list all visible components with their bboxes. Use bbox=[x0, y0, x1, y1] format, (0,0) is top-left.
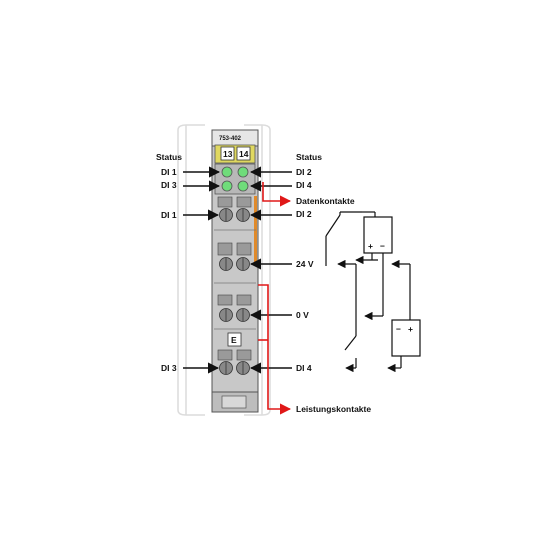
24v-label: 24 V bbox=[296, 259, 314, 269]
terminal-number-14: 14 bbox=[239, 149, 249, 159]
housing-outline bbox=[177, 124, 271, 416]
0v-label: 0 V bbox=[296, 310, 309, 320]
led-di2 bbox=[237, 166, 249, 178]
terminal-number-14-box bbox=[236, 146, 251, 161]
terminal-group-2 bbox=[214, 242, 256, 284]
red-arrows bbox=[258, 182, 292, 415]
terminal-group-4 bbox=[217, 349, 252, 375]
data-contacts-label: Datenkontakte bbox=[296, 196, 355, 206]
terminal-number-13-box bbox=[220, 146, 235, 161]
part-number: 753-402 bbox=[219, 136, 242, 142]
di4-conn-label: DI 4 bbox=[296, 363, 312, 373]
di1-led-label: DI 1 bbox=[161, 167, 177, 177]
left-arrows bbox=[183, 166, 221, 374]
led-di4 bbox=[237, 180, 249, 192]
data-contact-strip bbox=[254, 196, 257, 266]
terminal-group-1 bbox=[214, 196, 256, 231]
led-block bbox=[214, 163, 256, 195]
battery-top-plus: + bbox=[368, 241, 373, 251]
di3-conn-label: DI 3 bbox=[161, 363, 177, 373]
right-arrows bbox=[249, 166, 292, 374]
led-di1 bbox=[221, 166, 233, 178]
di1-conn-label: DI 1 bbox=[161, 210, 177, 220]
battery-bottom-plus: + bbox=[408, 324, 413, 334]
power-contacts-label: Leistungskontakte bbox=[296, 404, 371, 414]
di2-conn-label: DI 2 bbox=[296, 209, 312, 219]
status-right-label: Status bbox=[296, 152, 322, 162]
di4-led-label: DI 4 bbox=[296, 180, 312, 190]
status-left-label: Status bbox=[156, 152, 182, 162]
di2-led-label: DI 2 bbox=[296, 167, 312, 177]
battery-top-minus: − bbox=[380, 241, 385, 251]
terminal-group-3 bbox=[214, 294, 256, 347]
external-circuit bbox=[325, 211, 421, 373]
e-marker: E bbox=[231, 335, 237, 345]
battery-bottom-minus: − bbox=[396, 324, 401, 334]
di3-led-label: DI 3 bbox=[161, 180, 177, 190]
terminal-number-13: 13 bbox=[223, 149, 233, 159]
led-di3 bbox=[221, 180, 233, 192]
e-marker-box bbox=[227, 332, 242, 347]
